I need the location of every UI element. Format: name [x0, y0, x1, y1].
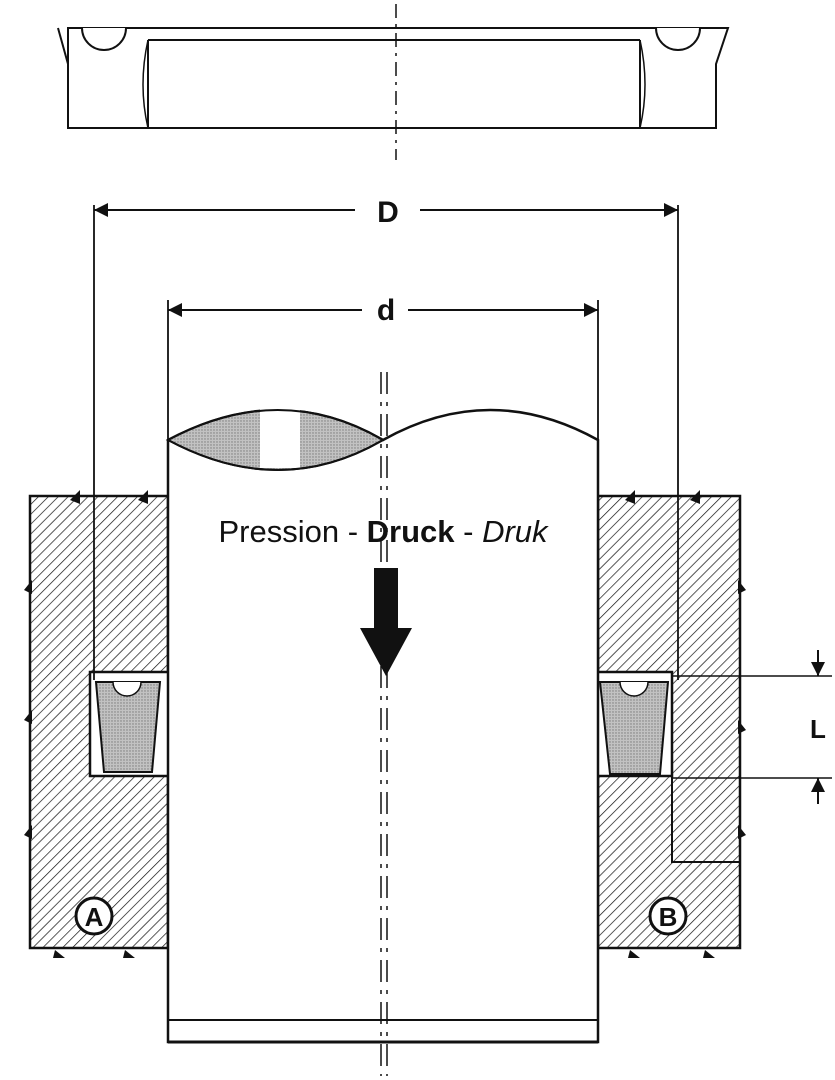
- outer-diameter-label: D: [377, 196, 399, 229]
- pressure-arrow-icon: [360, 568, 412, 676]
- groove-right-icon: [655, 27, 701, 51]
- pressure-label-fr: Pression: [218, 514, 339, 549]
- groove-left-icon: [81, 27, 127, 51]
- housing-a-marker: A: [74, 896, 114, 936]
- pressure-separator-1: -: [339, 514, 367, 549]
- inner-diameter-label: d: [377, 294, 395, 327]
- pressure-label-de: Druck: [367, 514, 456, 549]
- pressure-separator-2: -: [455, 514, 483, 549]
- seal-ring-left: [94, 681, 162, 773]
- dimension-inner-diameter: d: [167, 294, 599, 440]
- seal-ring-right: [598, 681, 670, 775]
- dimension-outer-diameter: D: [93, 196, 679, 680]
- pressure-caption: Pression - Druck - Druk: [218, 514, 549, 549]
- piston: [165, 372, 600, 1076]
- housing-b-marker: B: [648, 896, 688, 936]
- seal-top-view: [57, 4, 730, 160]
- dimension-length: L: [672, 650, 832, 804]
- length-label: L: [810, 714, 826, 744]
- housing-b-label: B: [659, 902, 678, 932]
- housing-a-label: A: [85, 902, 104, 932]
- pressure-label-nl: Druk: [482, 514, 549, 549]
